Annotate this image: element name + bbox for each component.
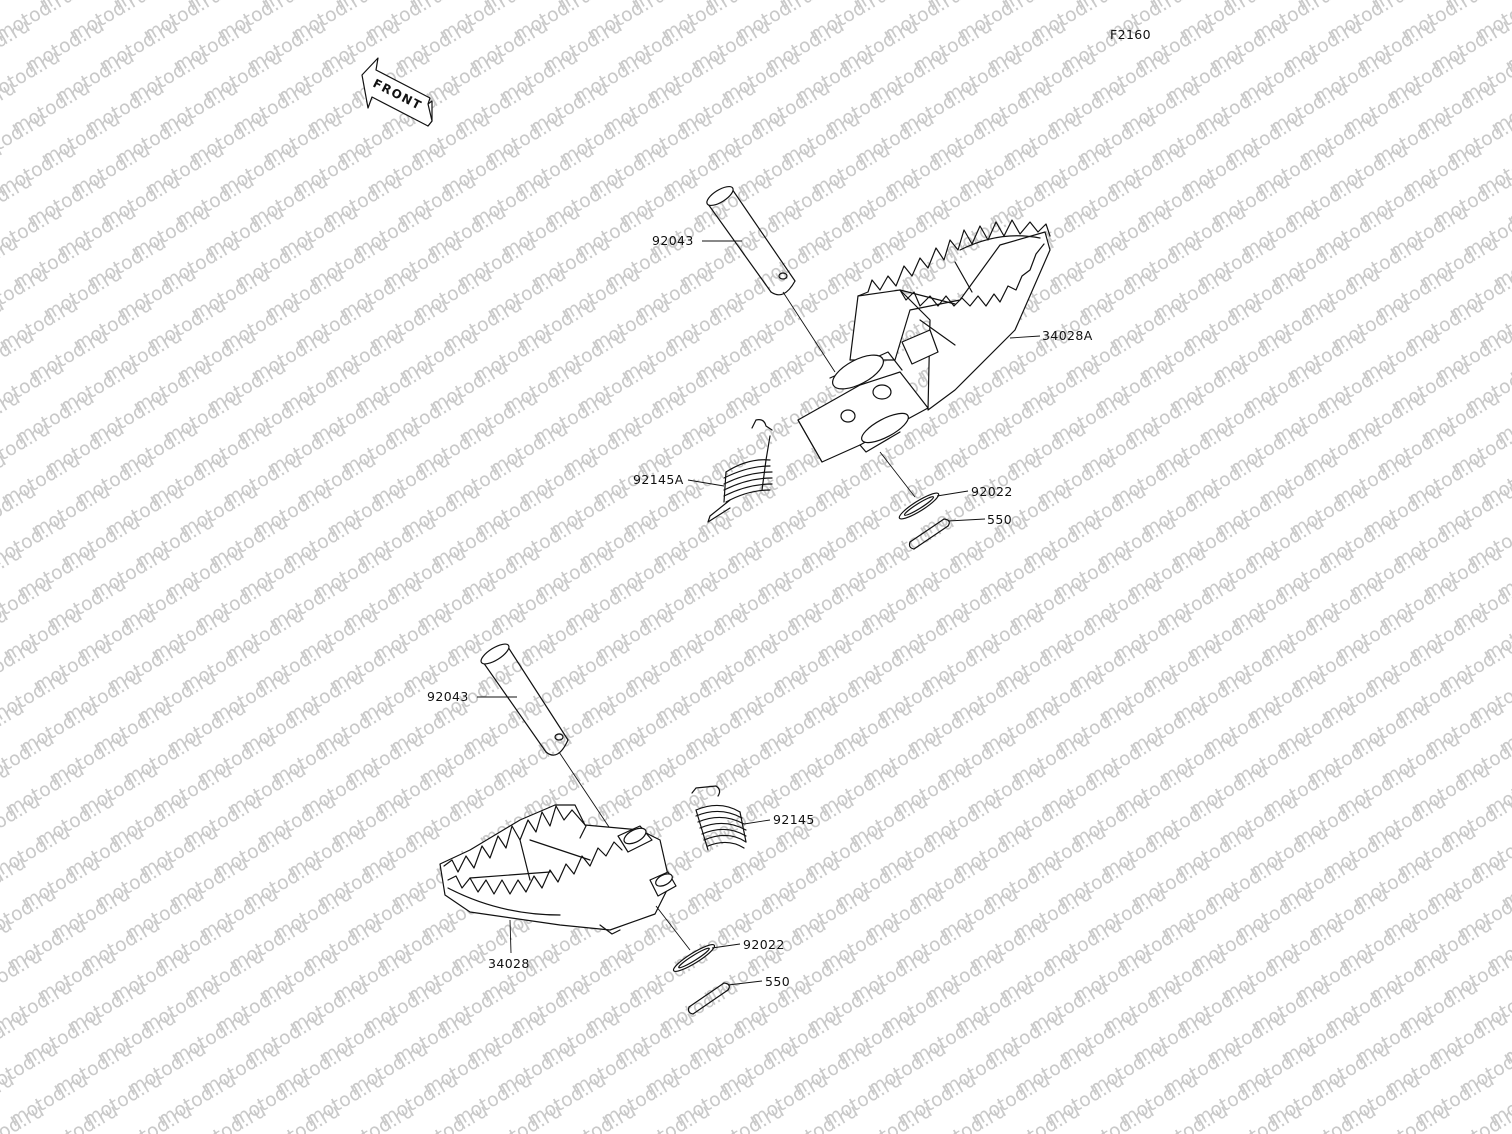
upper-cotter-pin-label: 550 <box>987 512 1012 527</box>
upper-washer-drawing <box>879 451 940 520</box>
lower-spring-label: 92145 <box>773 812 815 827</box>
lower-footpeg-label: 34028 <box>488 956 530 971</box>
upper-pin-label: 92043 <box>652 233 694 248</box>
upper-footpeg-label: 34028A <box>1042 328 1093 343</box>
lower-washer-drawing <box>655 905 716 973</box>
lower-washer-label: 92022 <box>743 937 785 952</box>
upper-pin-drawing <box>706 185 836 373</box>
lower-spring-drawing <box>691 785 747 851</box>
upper-washer-label: 92022 <box>971 484 1013 499</box>
front-arrow-icon: FRONT <box>361 57 433 127</box>
lower-pin-drawing <box>480 643 616 837</box>
lower-cotter-pin-label: 550 <box>765 974 790 989</box>
lower-cotter-pin-drawing <box>687 982 730 1015</box>
lower-footpeg-drawing <box>439 804 677 935</box>
upper-spring-drawing <box>707 419 773 523</box>
upper-footpeg-drawing <box>797 219 1051 463</box>
lower-assembly <box>439 643 747 1015</box>
upper-cotter-pin-drawing <box>908 518 950 550</box>
figure-code: F2160 <box>1110 27 1151 42</box>
upper-spring-label: 92145A <box>633 472 684 487</box>
lower-pin-label: 92043 <box>427 689 469 704</box>
